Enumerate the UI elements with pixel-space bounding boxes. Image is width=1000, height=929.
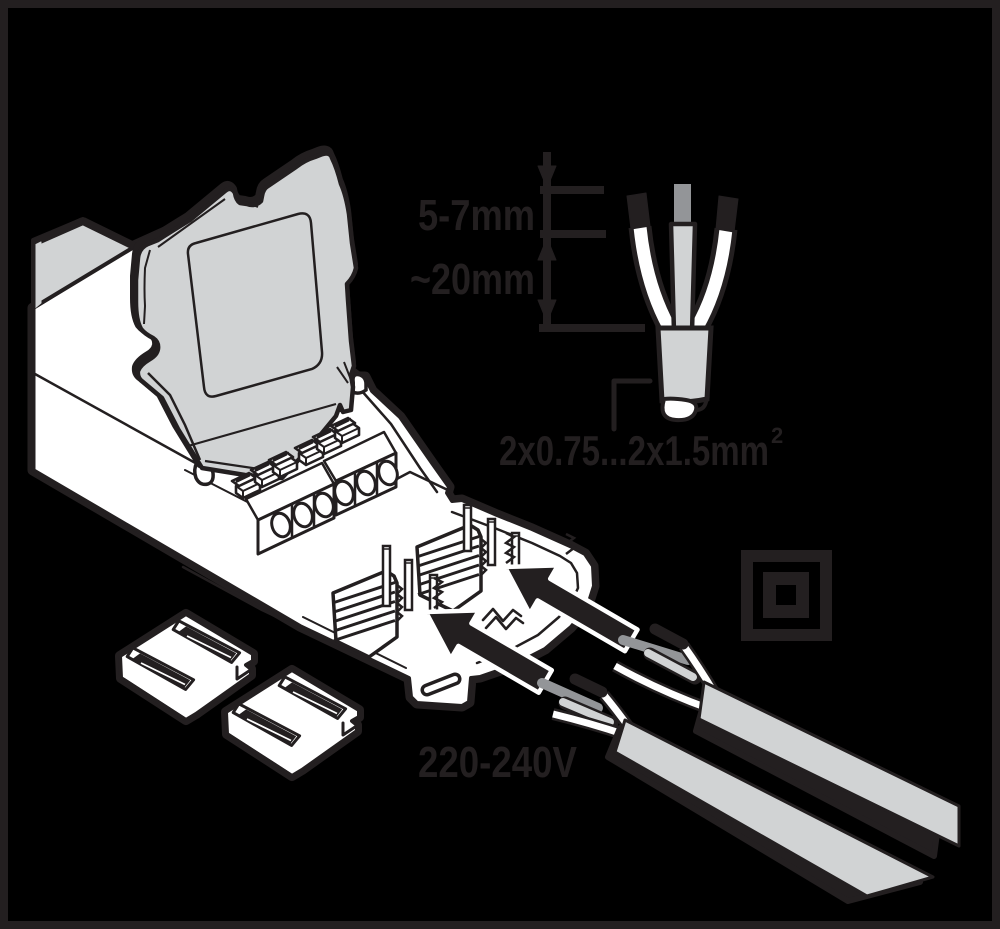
svg-text:~20mm: ~20mm (410, 255, 535, 304)
svg-text:2x0.75...2x1.5mm: 2x0.75...2x1.5mm (499, 427, 769, 474)
svg-text:2: 2 (771, 423, 783, 448)
svg-text:220-240V: 220-240V (418, 738, 578, 787)
svg-text:5-7mm: 5-7mm (418, 191, 535, 240)
